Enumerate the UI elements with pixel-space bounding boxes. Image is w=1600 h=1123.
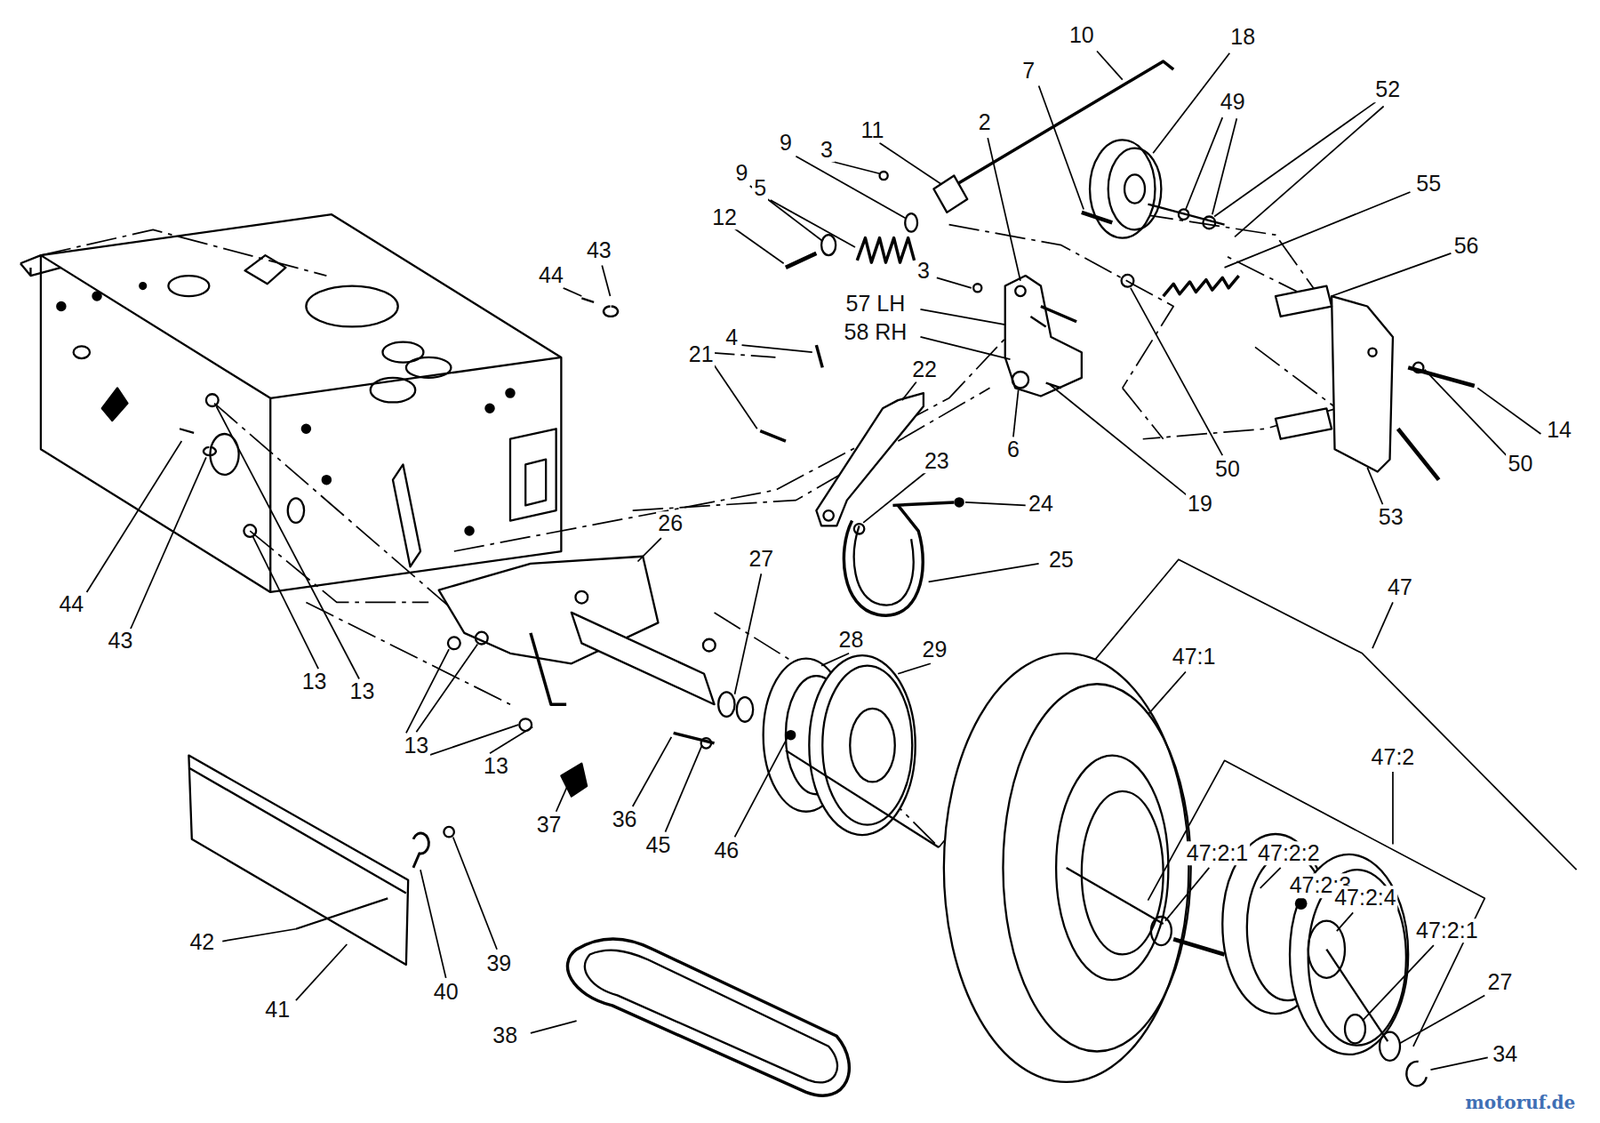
callout-number: 40 xyxy=(432,979,461,1005)
callout-number: 45 xyxy=(644,832,673,858)
callout-number: 47:2 xyxy=(1369,744,1417,770)
callout-number: 2 xyxy=(976,110,993,136)
callout-number: 27 xyxy=(746,546,776,572)
callout-number: 53 xyxy=(1376,504,1406,530)
callout-number: 11 xyxy=(859,118,887,144)
callout-number: 10 xyxy=(1067,23,1096,48)
callout-number: 13 xyxy=(300,669,329,695)
callout-number: 47:2:1 xyxy=(1184,840,1251,866)
callout-number: 21 xyxy=(687,343,716,368)
callout-number: 28 xyxy=(836,627,865,653)
callout-number: 18 xyxy=(1228,25,1257,51)
callout-number: 56 xyxy=(1452,233,1481,259)
callout-number: 41 xyxy=(263,998,292,1024)
callout-number: 13 xyxy=(401,733,431,759)
callout-number: 47 xyxy=(1385,575,1415,600)
callout-number: 27 xyxy=(1486,970,1515,996)
callout-number: 57 LH xyxy=(844,291,908,317)
callout-number: 13 xyxy=(481,753,511,779)
callout-number: 3 xyxy=(818,137,835,163)
callout-number: 43 xyxy=(106,628,136,654)
callout-number: 44 xyxy=(536,263,566,288)
callout-number: 34 xyxy=(1490,1041,1520,1067)
callout-number: 38 xyxy=(490,1023,520,1048)
callout-number: 39 xyxy=(484,951,513,976)
callout-number: 55 xyxy=(1414,171,1443,197)
callout-number: 50 xyxy=(1213,456,1242,482)
callout-number: 5 xyxy=(752,176,768,202)
callout-number: 12 xyxy=(710,205,739,231)
callout-number: 46 xyxy=(712,839,741,864)
callout-number: 3 xyxy=(915,259,932,285)
callout-number: 47:2:1 xyxy=(1414,918,1480,944)
callout-number: 4 xyxy=(723,325,740,351)
callout-number: 9 xyxy=(734,160,751,186)
callout-number: 19 xyxy=(1185,491,1215,517)
callout-number: 25 xyxy=(1047,547,1076,573)
callout-number: 49 xyxy=(1218,89,1248,115)
callout-number: 23 xyxy=(922,448,952,474)
callout-number: 13 xyxy=(348,680,377,705)
callout-number: 6 xyxy=(1005,438,1022,464)
callout-number: 36 xyxy=(610,807,640,832)
callout-number: 26 xyxy=(656,511,685,536)
callout-number: 43 xyxy=(584,239,614,264)
callout-number: 50 xyxy=(1506,452,1536,478)
callout-number: 52 xyxy=(1373,77,1402,103)
callout-number: 7 xyxy=(1020,59,1037,85)
callout-number: 47:1 xyxy=(1170,645,1218,671)
callout-number: 29 xyxy=(920,638,950,664)
callout-number: 44 xyxy=(56,592,86,617)
callout-number: 14 xyxy=(1544,418,1574,444)
callout-number: 9 xyxy=(777,130,794,156)
callout-number: 37 xyxy=(535,812,564,838)
watermark: motoruf.de xyxy=(1464,1092,1578,1112)
callout-number: 47:2:2 xyxy=(1256,840,1322,866)
callout-number: 58 RH xyxy=(842,320,910,345)
callout-number: 42 xyxy=(187,929,216,955)
callout-number: 22 xyxy=(910,357,939,383)
callout-number: 47:2:4 xyxy=(1332,885,1399,911)
callout-number: 24 xyxy=(1026,491,1056,517)
